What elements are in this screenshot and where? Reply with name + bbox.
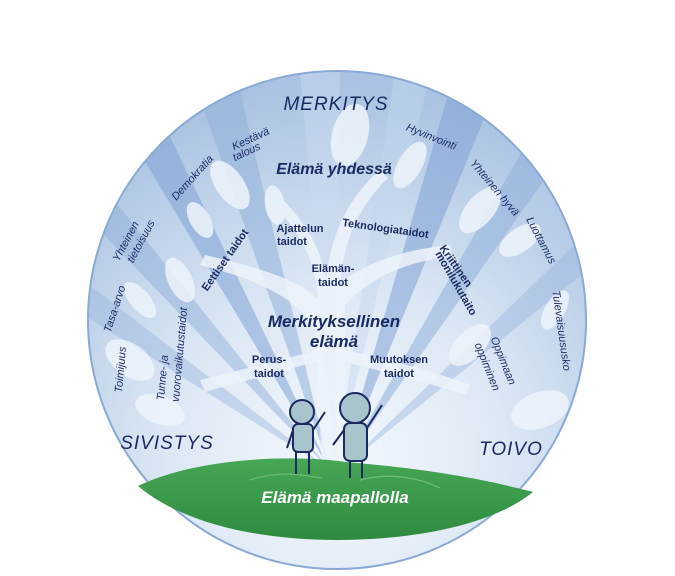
skill-ajattelun-2: taidot: [277, 236, 307, 248]
corner-label-left: SIVISTYS: [120, 433, 214, 454]
skill-perus-1: Perus-: [252, 354, 287, 366]
corner-label-top: MERKITYS: [283, 94, 388, 115]
skill-muutoksen-2: taidot: [384, 368, 414, 380]
corner-label-right: TOIVO: [479, 439, 543, 460]
center-title-middle-2: elämä: [310, 332, 358, 351]
skill-perus-2: taidot: [254, 368, 284, 380]
figure-child-right: [332, 392, 383, 478]
value-toimijuus: Toimijuus: [113, 346, 129, 393]
skill-elaman-2: taidot: [318, 277, 348, 289]
center-title-top: Elämä yhdessä: [276, 161, 392, 178]
skill-elaman-1: Elämän-: [312, 263, 355, 275]
ground: [138, 458, 533, 540]
skill-tunne-1: Tunne- ja: [155, 354, 171, 401]
skill-muutoksen-1: Muutoksen: [370, 354, 428, 366]
figure-child-left: [286, 399, 326, 474]
skill-ajattelun-1: Ajattelun: [276, 223, 323, 235]
tree-illustration: [105, 103, 569, 470]
ground-label: Elämä maapallolla: [261, 488, 408, 507]
center-title-middle-1: Merkityksellinen: [268, 312, 400, 331]
